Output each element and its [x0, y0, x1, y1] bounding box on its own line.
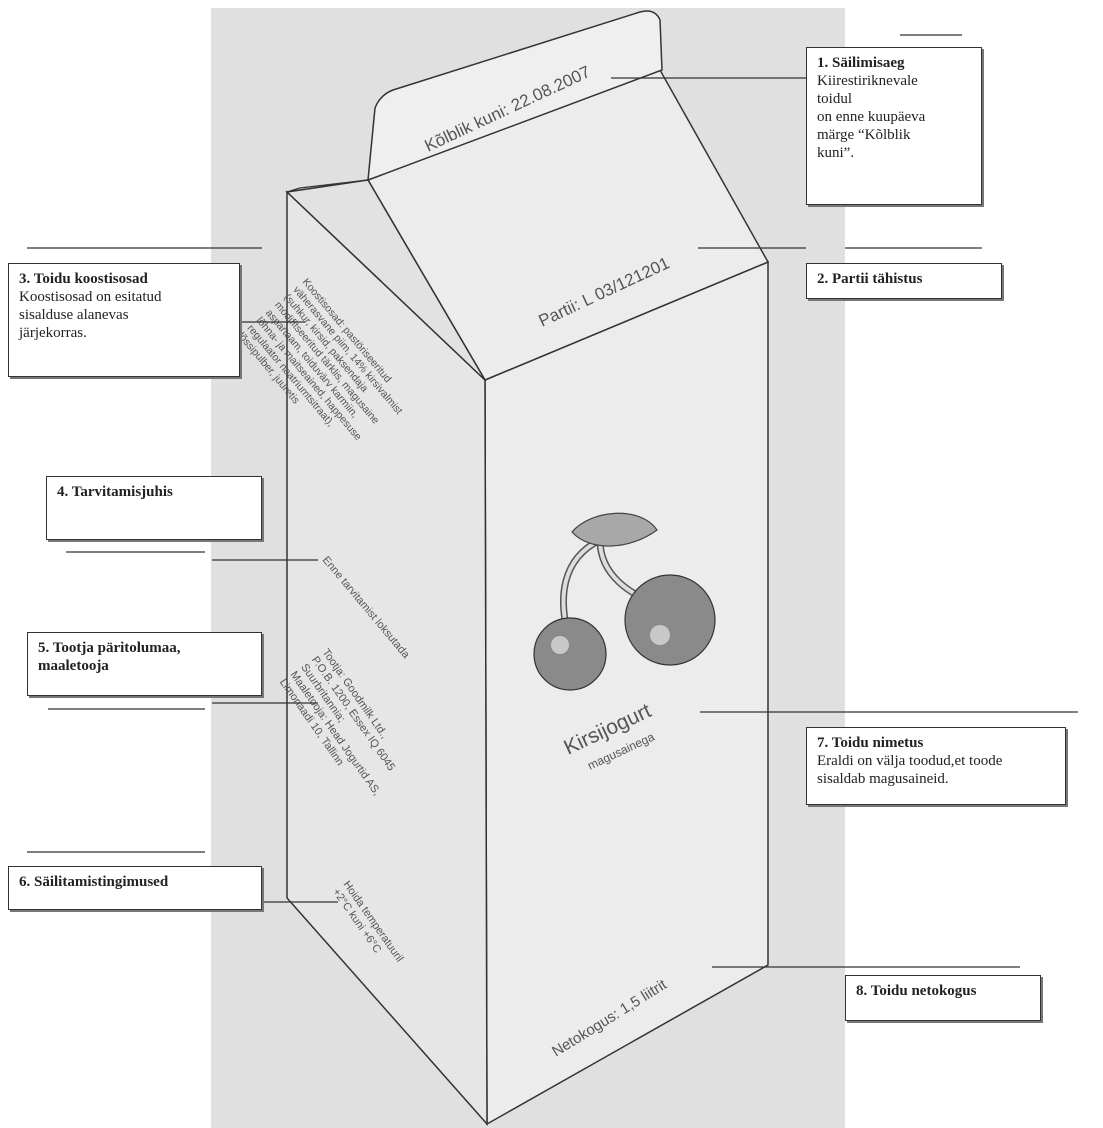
label-7-name: 7. Toidu nimetus Eraldi on välja toodud,…	[806, 727, 1066, 805]
label-2-title: 2. Partii tähistus	[817, 271, 923, 287]
label-8-net-quantity: 8. Toidu netokogus	[845, 975, 1041, 1021]
ingredients-text: Koostisosad: pastöriseeritud väherasvane…	[235, 276, 415, 465]
label-4-usage: 4. Tarvitamisjuhis	[46, 476, 262, 540]
label-5-title: 5. Tootja päritolumaa, maaletooja	[38, 640, 181, 674]
carton-fold-line	[286, 179, 369, 193]
carton-roof-side	[285, 179, 486, 381]
label-3-ingredients: 3. Toidu koostisosad Koostisosad on esit…	[8, 263, 240, 377]
label-5-origin: 5. Tootja päritolumaa, maaletooja	[27, 632, 262, 696]
label-1-shelf-life: 1. Säilimisaeg Kiirestiriknevale toidul …	[806, 47, 982, 205]
cherry-graphic	[533, 512, 716, 691]
label-3-desc: Koostisosad on esitatud sisalduse alanev…	[19, 289, 162, 341]
label-4-title: 4. Tarvitamisjuhis	[57, 484, 173, 500]
label-7-desc: Eraldi on välja toodud,et toode sisaldab…	[817, 753, 1003, 787]
label-1-desc: Kiirestiriknevale toidul on enne kuupäev…	[817, 73, 926, 161]
label-6-title: 6. Säilitamistingimused	[19, 874, 169, 890]
label-6-storage: 6. Säilitamistingimused	[8, 866, 262, 910]
label-1-title: 1. Säilimisaeg	[817, 55, 905, 71]
decor-rules	[27, 34, 982, 853]
carton-top-fin	[367, 10, 663, 182]
label-7-title: 7. Toidu nimetus	[817, 735, 924, 751]
leader-lines	[212, 77, 1078, 968]
carton-front-face	[484, 260, 769, 1126]
label-8-title: 8. Toidu netokogus	[856, 983, 977, 999]
label-3-title: 3. Toidu koostisosad	[19, 271, 148, 287]
label-2-batch: 2. Partii tähistus	[806, 263, 1002, 299]
